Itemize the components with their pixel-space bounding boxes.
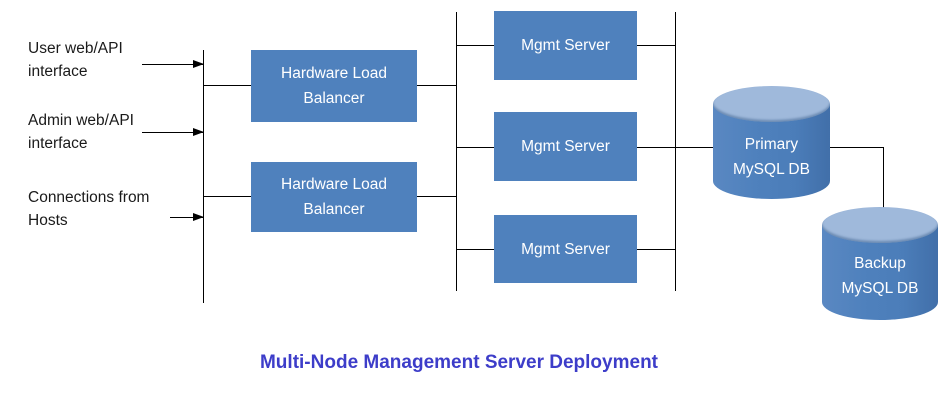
mgmt-server-node-2: Mgmt Server (494, 112, 637, 181)
bus-line-mgmt-left (456, 12, 457, 291)
load-balancer-label: Hardware Load Balancer (281, 176, 387, 218)
connector-lb2-bus (417, 196, 456, 197)
mgmt-server-label: Mgmt Server (521, 37, 610, 54)
mgmt-server-label: Mgmt Server (521, 138, 610, 155)
connector-bus-ms2 (456, 147, 494, 148)
connector-primary-backup-v (883, 147, 884, 210)
bus-line-left (203, 50, 204, 303)
backup-db-label: Backup MySQL DB (841, 255, 919, 297)
input-label-connections-hosts: Connections from Hosts (28, 189, 150, 229)
diagram-title: Multi-Node Management Server Deployment (259, 352, 659, 373)
cylinder-top-ellipse-icon (713, 86, 830, 122)
load-balancer-label: Hardware Load Balancer (281, 65, 387, 107)
connector-bus-lb1 (203, 85, 251, 86)
mgmt-server-label: Mgmt Server (521, 240, 610, 258)
connector-bus-ms3 (456, 249, 494, 250)
load-balancer-node-1: Hardware Load Balancer (251, 50, 417, 122)
arrow-user-web-api-icon (142, 60, 204, 68)
input-label-user-web-api: User web/API interface (28, 40, 123, 80)
connector-ms3-bus (637, 249, 675, 250)
connector-bus-lb2 (203, 196, 251, 197)
cylinder-top-ellipse-icon (822, 207, 938, 243)
connector-ms1-bus (637, 45, 675, 46)
mgmt-server-node-3: Mgmt Server (494, 215, 637, 283)
backup-db-cylinder: Backup MySQL DB (822, 207, 938, 320)
input-label-admin-web-api: Admin web/API interface (28, 112, 134, 152)
connector-ms2-primary-db (637, 147, 713, 148)
bus-line-mgmt-right (675, 12, 676, 291)
connector-primary-backup-h (830, 147, 884, 148)
mgmt-server-node-1: Mgmt Server (494, 11, 637, 80)
primary-db-label: Primary MySQL DB (733, 136, 810, 178)
arrow-connections-hosts-icon (170, 213, 204, 221)
connector-bus-ms1 (456, 45, 494, 46)
primary-db-cylinder: Primary MySQL DB (713, 86, 830, 199)
load-balancer-node-2: Hardware Load Balancer (251, 162, 417, 232)
arrow-admin-web-api-icon (142, 128, 204, 136)
connector-lb1-bus (417, 85, 456, 86)
